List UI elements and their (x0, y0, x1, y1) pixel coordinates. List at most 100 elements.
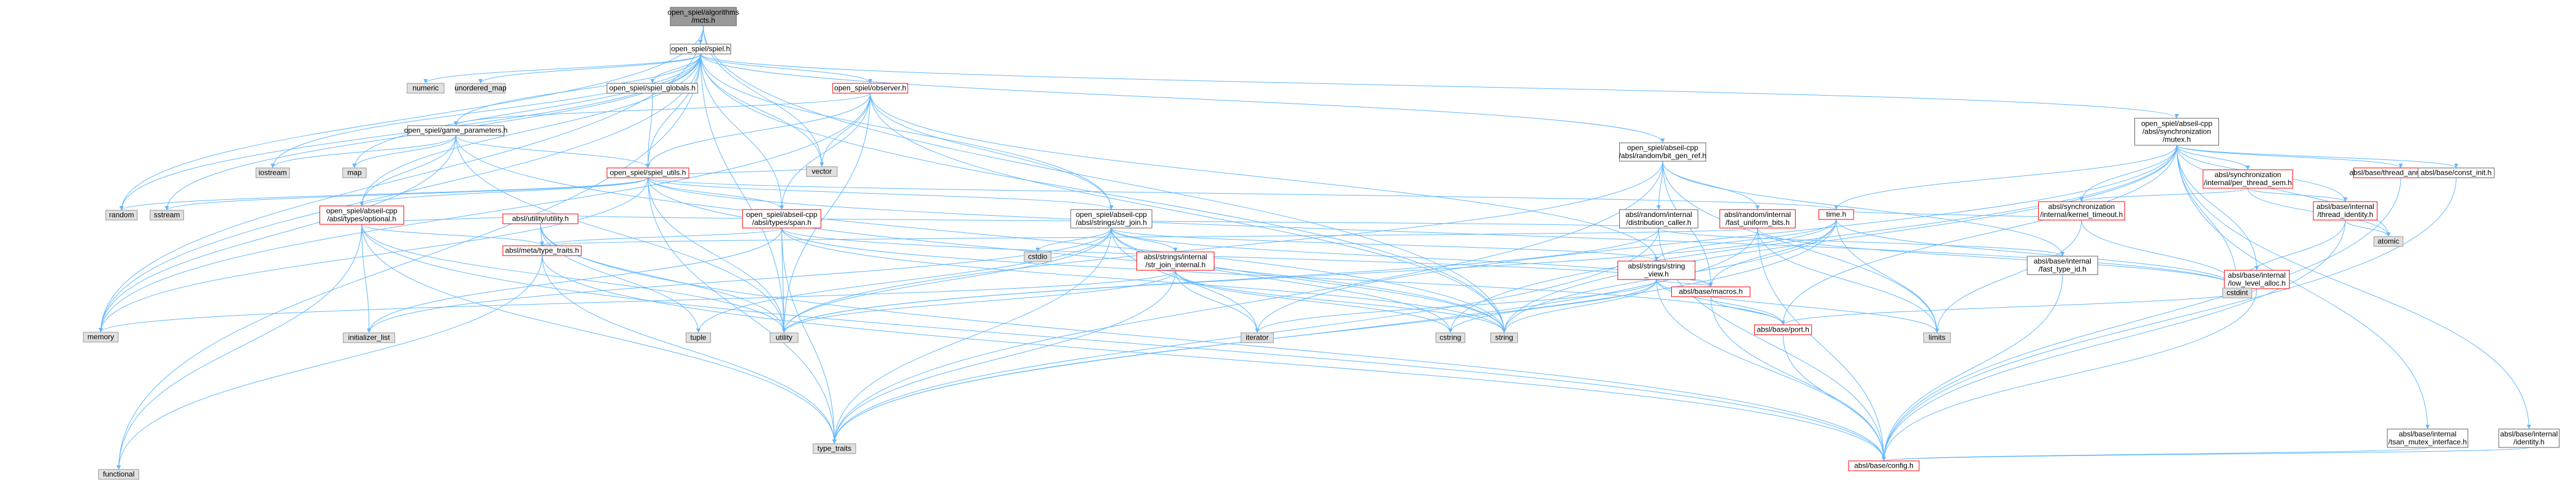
edge-span-to-macros (781, 227, 1713, 287)
node-label-map: map (347, 169, 362, 177)
node-label-string: string (1495, 333, 1513, 342)
node-label-const_init: absl/base/const_init.h (2421, 169, 2491, 177)
node-label-meta_type_traits: absl/meta/type_traits.h (505, 246, 579, 255)
edge-thread_identity-to-atomic (2345, 219, 2391, 237)
node-cstring: cstring (1435, 332, 1466, 343)
node-box-time (1819, 209, 1854, 220)
node-label-main: open_spiel/algorithms (667, 8, 739, 17)
edge-spiel_utils-to-utility (647, 177, 786, 333)
edge-span-to-initializer_list (367, 227, 783, 333)
node-box-functional (98, 469, 139, 480)
node-fast_uniform_bits[interactable]: absl/random/internal/fast_uniform_bits.h (1719, 209, 1796, 229)
edge-optional-to-meta_type_traits (361, 224, 545, 246)
node-box-low_level_alloc (2224, 270, 2290, 289)
node-thread_identity[interactable]: absl/base/internal/thread_identity.h (2313, 201, 2378, 221)
edge-spiel_utils-to-sstream (164, 177, 648, 211)
node-optional[interactable]: open_spiel/abseil-cpp/absl/types/optiona… (319, 205, 404, 225)
node-box-initializer_list (343, 332, 396, 343)
node-tsan_mutex[interactable]: absl/base/internal/tsan_mutex_interface.… (2386, 428, 2469, 448)
node-box-main (670, 7, 737, 26)
node-label-mutex: open_spiel/abseil-cpp (2141, 120, 2212, 128)
node-kernel_timeout[interactable]: absl/synchronization/internal/kernel_tim… (2037, 201, 2125, 221)
edge-spiel_utils-to-span (647, 177, 784, 210)
edge-spiel_utils-to-optional (359, 177, 648, 207)
node-mutex[interactable]: open_spiel/abseil-cpp/absl/synchronizati… (2134, 118, 2219, 146)
edge-str_join-to-initializer_list (367, 227, 1112, 333)
node-identity[interactable]: absl/base/internal/identity.h (2498, 428, 2560, 448)
edge-observer-to-span (780, 93, 871, 210)
node-label-thread_identity: absl/base/internal (2317, 202, 2374, 211)
node-box-macros (1671, 286, 1750, 297)
edge-time-to-utility (781, 219, 1837, 333)
node-box-bit_gen_ref (1619, 142, 1706, 162)
node-str_join_internal[interactable]: absl/strings/internal/str_join_internal.… (1136, 251, 1214, 271)
edge-spiel-to-span (700, 53, 784, 210)
node-span[interactable]: open_spiel/abseil-cpp/absl/types/span.h (742, 209, 822, 229)
node-fast_type_id[interactable]: absl/base/internal/fast_type_id.h (2026, 256, 2098, 275)
edge-kernel_timeout-to-limits (1934, 219, 2082, 333)
node-label-thread_identity: /thread_identity.h (2317, 210, 2373, 219)
edge-spiel-to-unordered_map (478, 53, 701, 84)
node-label-span: /absl/types/span.h (752, 218, 811, 227)
edge-span-to-type_traits (781, 227, 837, 444)
node-game_params[interactable]: open_spiel/game_parameters.h (404, 125, 508, 136)
node-spiel[interactable]: open_spiel/spiel.h (670, 44, 732, 55)
node-observer[interactable]: open_spiel/observer.h (832, 83, 908, 94)
edge-optional-to-config (361, 224, 1886, 462)
edge-str_join-to-iterator (1111, 227, 1260, 333)
node-str_join[interactable]: open_spiel/abseil-cpp/absl/strings/str_j… (1070, 209, 1152, 229)
node-distribution_caller[interactable]: absl/random/internal/distribution_caller… (1619, 209, 1698, 229)
edge-string_view-to-port (1656, 279, 1785, 325)
node-label-tsan_mutex: absl/base/internal (2399, 430, 2456, 438)
edge-spiel-to-spiel_utils (645, 53, 701, 169)
node-initializer_list: initializer_list (343, 332, 396, 343)
edge-spiel-to-numeric (423, 53, 701, 84)
node-string_view[interactable]: absl/strings/string_view.h (1617, 261, 1696, 280)
node-macros[interactable]: absl/base/macros.h (1671, 286, 1750, 297)
edge-meta_type_traits-to-functional (117, 255, 543, 470)
edge-str_join-to-str_join_internal (1111, 227, 1178, 253)
node-time[interactable]: time.h (1819, 209, 1854, 220)
node-box-spiel (670, 44, 732, 55)
node-per_thread_sem[interactable]: absl/synchronization/internal/per_thread… (2202, 169, 2293, 189)
edge-game_params-to-memory (98, 135, 456, 333)
edge-low_level_alloc-to-port (1781, 288, 2258, 325)
edge-game_params-to-spiel_utils (455, 135, 650, 169)
node-utility_h[interactable]: absl/utility/utility.h (502, 213, 578, 224)
node-memory: memory (83, 332, 119, 343)
edge-observer-to-str_join (870, 93, 1114, 210)
edge-span-to-string (781, 227, 1506, 333)
node-box-span (742, 209, 822, 229)
node-port[interactable]: absl/base/port.h (1754, 324, 1812, 335)
edge-span-to-utility (781, 227, 786, 333)
edge-bit_gen_ref-to-fast_type_id (1662, 161, 2065, 257)
node-box-game_params (407, 125, 505, 136)
node-bit_gen_ref[interactable]: open_spiel/abseil-cpp/absl/random/bit_ge… (1619, 142, 1706, 162)
node-main[interactable]: open_spiel/algorithms/mcts.h (667, 7, 739, 26)
edge-str_join-to-cstring (1111, 227, 1453, 333)
node-spiel_utils[interactable]: open_spiel/spiel_utils.h (607, 167, 689, 178)
node-label-iostream: iostream (259, 169, 287, 177)
node-label-optional: /absl/types/optional.h (327, 215, 396, 223)
edge-layer (98, 25, 2531, 470)
node-spiel_globals[interactable]: open_spiel/spiel_globals.h (607, 83, 699, 94)
node-label-identity: /identity.h (2513, 438, 2544, 446)
node-const_init[interactable]: absl/base/const_init.h (2418, 167, 2495, 178)
edge-mutex-to-iterator (1255, 145, 2177, 333)
node-label-low_level_alloc: absl/base/internal (2228, 271, 2286, 280)
node-box-atomic (2373, 236, 2404, 247)
edge-utility_h-to-tuple (540, 223, 701, 333)
edge-mutex-to-time (1834, 145, 2177, 210)
node-label-low_level_alloc: /low_level_alloc.h (2228, 279, 2286, 287)
node-label-str_join_internal: /str_join_internal.h (1145, 261, 1205, 269)
node-low_level_alloc[interactable]: absl/base/internal/low_level_alloc.h (2224, 270, 2290, 289)
edge-spiel-to-memory (98, 53, 701, 333)
edge-mutex-to-cstring (1448, 145, 2177, 333)
node-label-sstream: sstream (154, 211, 180, 219)
node-config[interactable]: absl/base/config.h (1848, 460, 1920, 471)
node-label-game_params: open_spiel/game_parameters.h (404, 126, 508, 135)
edge-observer-to-string (870, 93, 1506, 333)
node-meta_type_traits[interactable]: absl/meta/type_traits.h (502, 245, 582, 256)
edge-spiel-to-iostream (270, 53, 701, 169)
edge-identity-to-config (1882, 447, 2529, 462)
